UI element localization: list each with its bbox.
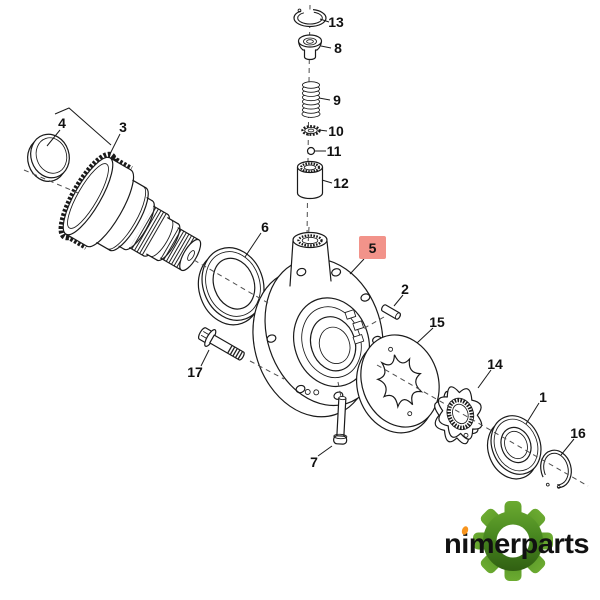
- callout-3[interactable]: 3: [119, 119, 127, 135]
- gear-icon: [473, 501, 553, 581]
- callout-17[interactable]: 17: [187, 364, 203, 380]
- logo-i-tittle-accent: [461, 526, 469, 535]
- part-inner-rotor-14: [434, 386, 483, 445]
- part-snap-ring-16: [540, 449, 572, 489]
- callout-11[interactable]: 11: [327, 143, 342, 159]
- part-spring-9: [301, 81, 321, 118]
- callout-13[interactable]: 13: [328, 14, 344, 30]
- part-washer-10: [301, 125, 321, 136]
- callout-5-highlight-box[interactable]: [359, 236, 386, 259]
- callout-4[interactable]: 4: [58, 115, 66, 131]
- part-pin-2: [381, 304, 401, 320]
- callout-14[interactable]: 14: [487, 356, 503, 372]
- assembly-axis-dashed-lines: [23, 169, 589, 487]
- callout-8[interactable]: 8: [334, 40, 342, 56]
- part-bolt-17: [197, 327, 245, 361]
- part-ring-4: [27, 133, 70, 182]
- callout-10[interactable]: 10: [328, 123, 344, 139]
- callout-16[interactable]: 16: [570, 425, 586, 441]
- part-housing-5: [252, 231, 384, 418]
- part-seal-ring-6: [197, 247, 265, 326]
- callout-1[interactable]: 1: [539, 389, 547, 405]
- logo-wordmark: nimerparts: [444, 528, 589, 559]
- part-snap-ring-13: [293, 8, 327, 28]
- callout-labels: 13 8 9 10 11 12 4 3 6 5 2 15 17 14 1 16 …: [58, 14, 586, 470]
- part-bushing-12: [296, 160, 324, 200]
- callout-6[interactable]: 6: [261, 219, 269, 235]
- part-ball-11: [306, 146, 316, 156]
- callout-7[interactable]: 7: [310, 454, 318, 470]
- part-pin-7: [333, 396, 348, 445]
- nimerparts-logo: nimerparts: [444, 501, 590, 581]
- callout-15[interactable]: 15: [429, 314, 445, 330]
- part-outer-rotor-15: [355, 334, 440, 434]
- callout-leader-lines: [46, 18, 575, 457]
- callout-12[interactable]: 12: [333, 175, 349, 191]
- part-bearing-1: [486, 415, 542, 480]
- part-shaft-3: [58, 151, 202, 272]
- callout-2[interactable]: 2: [401, 281, 409, 297]
- callout-9[interactable]: 9: [333, 92, 341, 108]
- callout-5[interactable]: 5: [369, 240, 377, 256]
- part-plug-8: [297, 34, 323, 61]
